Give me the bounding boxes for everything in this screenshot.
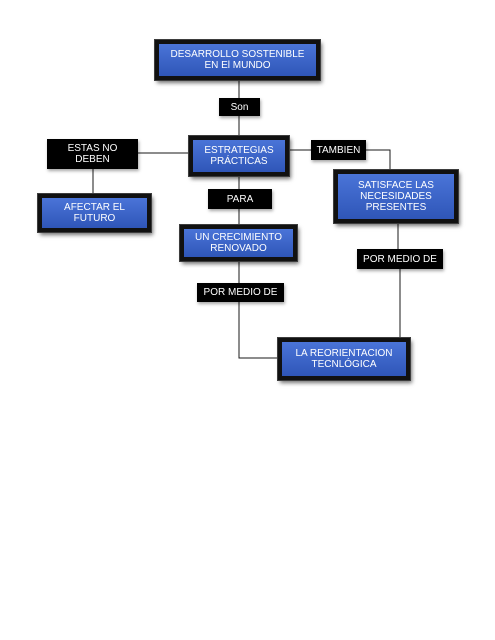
link-por-medio-de-left: POR MEDIO DE [197, 283, 284, 302]
link-estas-no-deben: ESTAS NO DEBEN [47, 139, 138, 169]
node-afectar-el-futuro-label: AFECTAR EL FUTURO [64, 202, 125, 224]
link-por-medio-de-right: POR MEDIO DE [357, 249, 443, 269]
node-reorientacion-tecnologica-label: LA REORIENTACION TECNLÓGICA [295, 348, 393, 370]
node-crecimiento-renovado-label: UN CRECIMIENTO RENOVADO [194, 232, 283, 254]
link-para: PARA [208, 189, 272, 209]
connector-tambien-satisface [366, 149, 391, 170]
link-tambien: TAMBIEN [311, 140, 366, 160]
link-para-label: PARA [226, 193, 254, 205]
link-son: Son [219, 98, 260, 116]
link-por-medio-de-left-label: POR MEDIO DE [203, 287, 278, 298]
node-satisface-necesidades-label: SATISFACE LAS NECESIDADES PRESENTES [358, 180, 434, 213]
node-satisface-necesidades: SATISFACE LAS NECESIDADES PRESENTES [334, 170, 458, 223]
link-estas-no-deben-label: ESTAS NO DEBEN [67, 143, 118, 165]
link-tambien-label: TAMBIEN [316, 144, 361, 156]
link-por-medio-de-right-label: POR MEDIO DE [363, 253, 437, 265]
node-desarrollo-sostenible: DESARROLLO SOSTENIBLE EN El MUNDO [155, 40, 320, 80]
link-son-label: Son [230, 101, 249, 113]
node-estrategias-practicas-label: ESTRATEGIAS PRÁCTICAS [204, 145, 274, 167]
connector-por-medio-left-reorientacion [238, 302, 278, 359]
node-estrategias-practicas: ESTRATEGIAS PRÁCTICAS [189, 136, 289, 176]
node-afectar-el-futuro: AFECTAR EL FUTURO [38, 194, 151, 232]
node-crecimiento-renovado: UN CRECIMIENTO RENOVADO [180, 225, 297, 261]
node-reorientacion-tecnologica: LA REORIENTACION TECNLÓGICA [278, 338, 410, 380]
node-desarrollo-sostenible-label: DESARROLLO SOSTENIBLE EN El MUNDO [170, 49, 305, 71]
